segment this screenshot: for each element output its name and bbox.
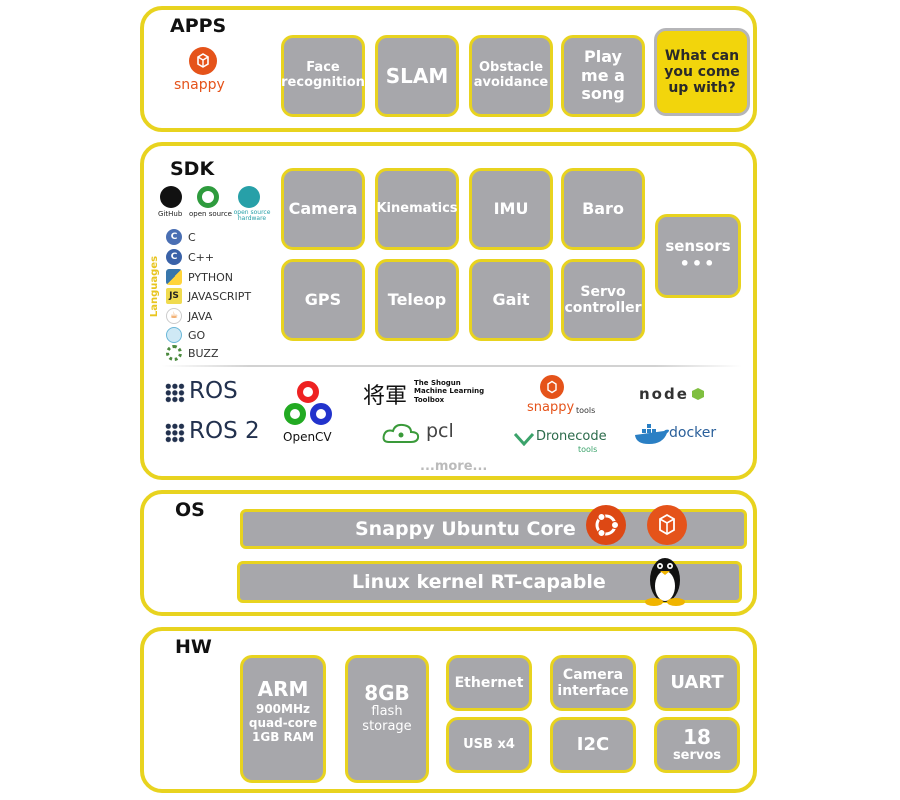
hw-flash-line-2: storage [362, 718, 412, 734]
hw-title: HW [175, 636, 212, 658]
hw-usb: USB x4 [446, 717, 532, 773]
snappy-tools-icon [540, 375, 564, 399]
hw-arm-title: ARM [257, 677, 309, 701]
github-label: GitHub [158, 210, 183, 218]
dronecode-sub: tools [578, 445, 598, 454]
ubuntu-icon [586, 505, 626, 545]
lang-go-label: GO [188, 328, 206, 342]
snappy-logo-text: snappy [174, 77, 225, 93]
app-slam: SLAM [375, 35, 459, 117]
shogun-text: The Shogun Machine Learning Toolbox [414, 379, 485, 404]
node-label: node [639, 385, 689, 403]
c-icon: C [166, 229, 182, 245]
lang-java-label: JAVA [188, 309, 213, 323]
open-hardware-icon [238, 186, 260, 208]
apps-title: APPS [170, 15, 227, 37]
ros2-label: ROS 2 [189, 418, 260, 444]
sdk-kinematics: Kinematics [375, 168, 459, 250]
lang-java: ☕ JAVA [166, 307, 212, 325]
go-icon [166, 327, 182, 343]
opencv-icon [284, 381, 332, 427]
hw-ethernet: Ethernet [446, 655, 532, 711]
lang-go: GO [166, 326, 205, 344]
github-icon [160, 186, 182, 208]
hw-camera-interface: Camera interface [550, 655, 636, 711]
pcl-label: pcl [426, 420, 454, 442]
hw-i2c: I2C [550, 717, 636, 773]
app-obstacle-avoidance: Obstacle avoidance [469, 35, 553, 117]
app-face-recognition: Face recognition [281, 35, 365, 117]
sdk-camera: Camera [281, 168, 365, 250]
snappy-logo-icon [189, 47, 217, 75]
lang-javascript: JS JAVASCRIPT [166, 287, 251, 305]
hw-servos-number: 18 [683, 725, 711, 750]
hw-flash: 8GB flash storage [345, 655, 429, 783]
lang-buzz-label: BUZZ [188, 346, 219, 360]
open-source-icon [197, 186, 219, 208]
more-label: ...more... [420, 459, 488, 474]
dronecode-label: Dronecode [536, 429, 607, 444]
open-hardware-label: open source hardware [233, 209, 271, 223]
ros-icon [165, 383, 185, 403]
buzz-icon [166, 345, 182, 361]
lang-javascript-label: JAVASCRIPT [188, 289, 252, 303]
hw-arm-line-2: quad-core [248, 715, 318, 730]
sdk-imu: IMU [469, 168, 553, 250]
opencv-label: OpenCV [283, 430, 332, 444]
sdk-sensors: sensors ••• [655, 214, 741, 298]
docker-whale-icon [634, 423, 670, 445]
os-title: OS [175, 499, 205, 521]
ros2-icon [165, 423, 185, 443]
lang-buzz: BUZZ [166, 344, 218, 362]
lang-c-label: C [188, 230, 196, 244]
sdk-servo-controller: Servo controller [561, 259, 645, 341]
sdk-teleop: Teleop [375, 259, 459, 341]
languages-label: Languages [149, 255, 161, 318]
tux-penguin-icon [641, 550, 689, 606]
lang-cpp: C C++ [166, 248, 214, 266]
shogun-glyph: 将軍 [363, 384, 408, 409]
hw-servos: 18 servos [654, 717, 740, 773]
docker-label: docker [669, 425, 717, 441]
sensors-dots: ••• [679, 254, 717, 274]
hw-arm-line-1: 900MHz [255, 702, 311, 716]
sdk-gps: GPS [281, 259, 365, 341]
node-hex-icon [692, 388, 704, 400]
open-source-label: open source [189, 210, 232, 218]
app-what-can-you-come-up-with: What can you come up with? [654, 28, 750, 116]
sdk-title: SDK [170, 158, 215, 180]
java-icon: ☕ [166, 308, 182, 324]
sdk-baro: Baro [561, 168, 645, 250]
snappy-tools-sub: tools [576, 406, 596, 415]
hw-flash-line-1: flash [371, 704, 403, 719]
snappy-core-icon [647, 505, 687, 545]
python-icon [166, 269, 182, 285]
javascript-icon: JS [166, 288, 182, 304]
lang-python: PYTHON [166, 268, 233, 286]
hw-uart: UART [654, 655, 740, 711]
sdk-divider [162, 365, 742, 367]
hw-arm: ARM 900MHz quad-core 1GB RAM [240, 655, 326, 783]
sdk-gait: Gait [469, 259, 553, 341]
app-play-me-a-song: Play me a song [561, 35, 645, 117]
hw-flash-title: 8GB [364, 681, 410, 705]
lang-cpp-label: C++ [188, 250, 215, 264]
lang-python-label: PYTHON [188, 270, 233, 284]
hw-servos-label: servos [672, 748, 722, 764]
pcl-cloud-icon [381, 422, 421, 444]
sensors-label: sensors [665, 237, 731, 256]
dronecode-icon [513, 431, 535, 447]
hw-arm-line-3: 1GB RAM [252, 729, 314, 744]
snappy-tools-label: snappy [527, 400, 575, 415]
ros-label: ROS [189, 378, 238, 404]
cpp-icon: C [166, 249, 182, 265]
